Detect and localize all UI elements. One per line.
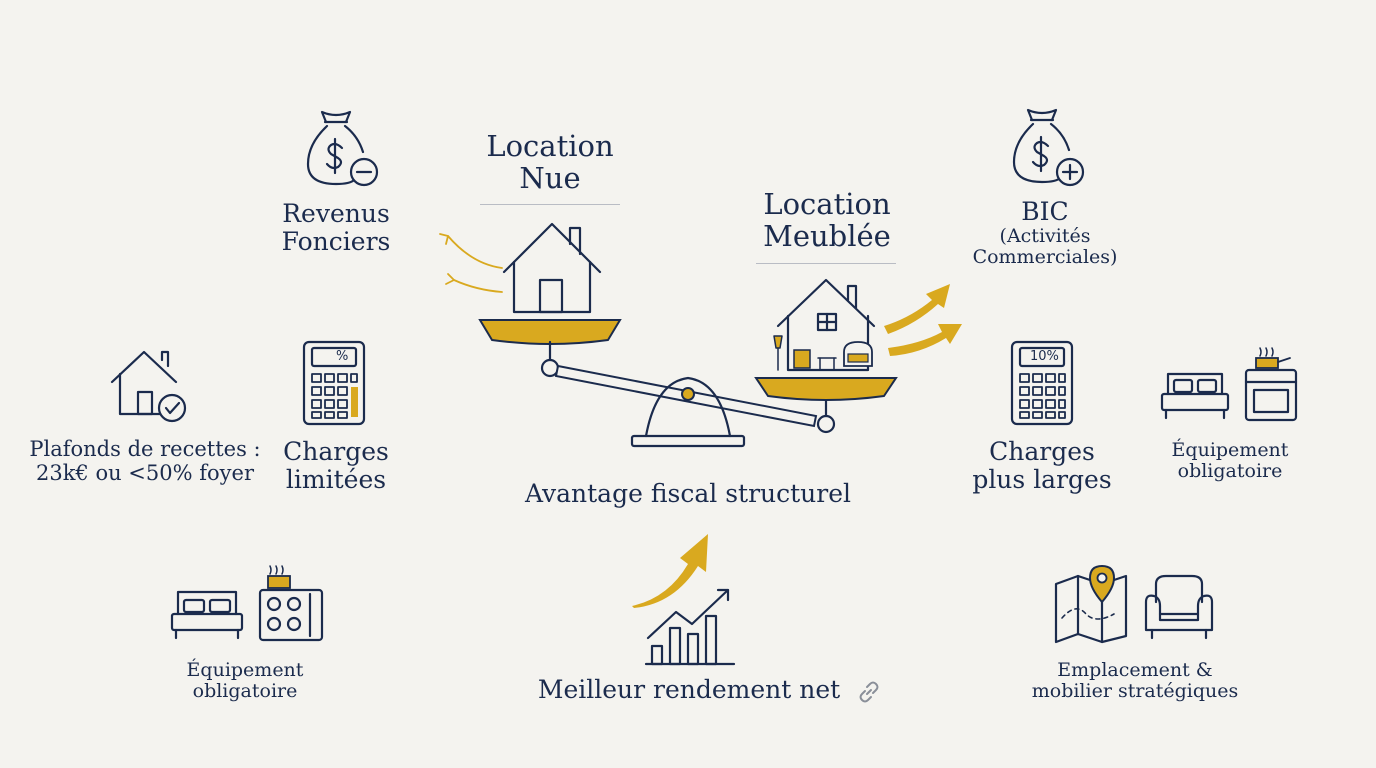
- money-bag-plus-icon: [1012, 108, 1085, 187]
- bic-label: BIC (Activités Commerciales): [972, 197, 1118, 269]
- armchair-icon: [1144, 574, 1214, 640]
- calculator-display-text: %: [336, 349, 349, 364]
- inflow-arrows-icon: [884, 284, 962, 356]
- calculator-display-text: 10%: [1030, 349, 1059, 364]
- map-pin-icon: [1054, 564, 1128, 644]
- stove-icon-right: [1244, 347, 1298, 422]
- plafonds-label: Plafonds de recettes :23k€ ou <50% foyer: [29, 437, 261, 485]
- bed-icon: [170, 590, 244, 640]
- outflow-arrows-icon: [439, 233, 503, 293]
- divider: [480, 204, 620, 205]
- house-check-icon: [110, 350, 187, 423]
- divider: [756, 263, 896, 264]
- calculator-icon-right: 10%: [1010, 340, 1074, 426]
- money-bag-minus-icon: [306, 110, 379, 187]
- link-icon[interactable]: [856, 679, 882, 705]
- stove-icon: [258, 565, 324, 642]
- bed-icon-right: [1160, 372, 1230, 420]
- balance-scale-icon: [478, 222, 898, 448]
- calculator-icon: %: [302, 340, 366, 426]
- furnished-house-icon: [773, 278, 876, 372]
- emplacement-label: Emplacement &mobilier stratégiques: [1031, 659, 1239, 703]
- growth-chart-icon: [632, 534, 736, 666]
- avantage-fiscal-label: Avantage fiscal structurel: [524, 479, 852, 508]
- house-icon: [502, 222, 602, 314]
- meilleur-rendement-label: Meilleur rendement net: [520, 676, 900, 705]
